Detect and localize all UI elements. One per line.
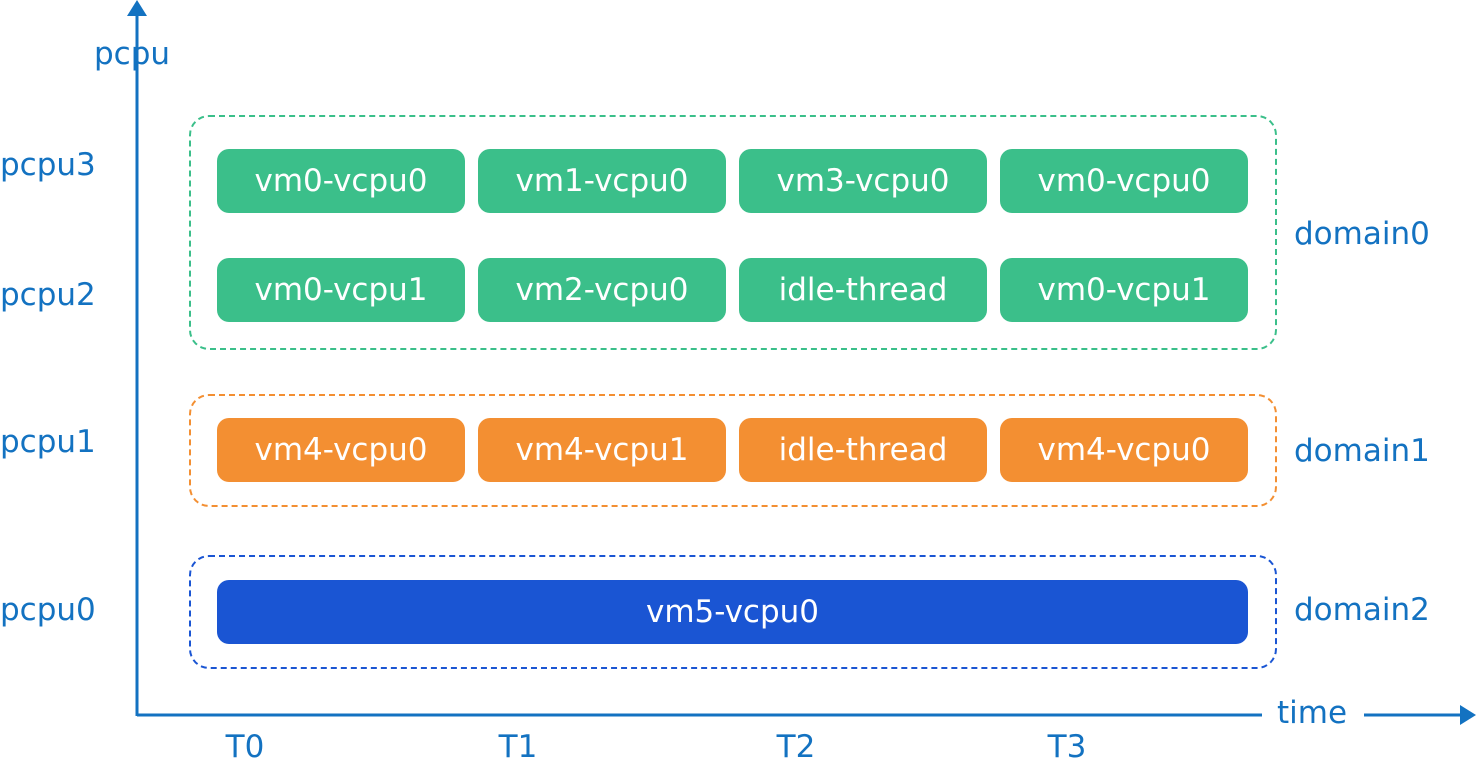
domain2-box (189, 555, 1277, 669)
vcpu-block-pcpu0-t0: vm5-vcpu0 (217, 580, 1248, 644)
domain0-box (189, 115, 1277, 350)
y-axis-label: pcpu (94, 36, 171, 72)
vcpu-block-pcpu2-t2: idle-thread (739, 258, 987, 322)
x-axis-label: time (1277, 695, 1348, 731)
domain1-box (189, 394, 1277, 507)
time-tick-t1: T1 (498, 729, 538, 765)
pcpu-label-1: pcpu1 (0, 424, 96, 460)
vcpu-block-pcpu1-t3: vm4-vcpu0 (1000, 418, 1248, 482)
vcpu-block-pcpu3-t0: vm0-vcpu0 (217, 149, 465, 213)
pcpu-label-3: pcpu3 (0, 147, 96, 183)
vcpu-block-pcpu2-t0: vm0-vcpu1 (217, 258, 465, 322)
domain1-label: domain1 (1294, 433, 1430, 469)
domain0-label: domain0 (1294, 216, 1430, 252)
vcpu-block-pcpu1-t1: vm4-vcpu1 (478, 418, 726, 482)
vcpu-block-pcpu1-t0: vm4-vcpu0 (217, 418, 465, 482)
vcpu-block-pcpu1-t2: idle-thread (739, 418, 987, 482)
pcpu-label-2: pcpu2 (0, 277, 96, 313)
pcpu-label-0: pcpu0 (0, 592, 96, 628)
vcpu-block-pcpu2-t3: vm0-vcpu1 (1000, 258, 1248, 322)
x-axis-arrowhead (1460, 705, 1476, 725)
vcpu-block-pcpu3-t1: vm1-vcpu0 (478, 149, 726, 213)
vcpu-block-pcpu2-t1: vm2-vcpu0 (478, 258, 726, 322)
time-tick-t0: T0 (225, 729, 265, 765)
time-tick-t3: T3 (1047, 729, 1087, 765)
vcpu-block-pcpu3-t2: vm3-vcpu0 (739, 149, 987, 213)
time-tick-t2: T2 (776, 729, 816, 765)
y-axis-arrowhead (127, 0, 147, 16)
domain2-label: domain2 (1294, 592, 1430, 628)
vcpu-block-pcpu3-t3: vm0-vcpu0 (1000, 149, 1248, 213)
